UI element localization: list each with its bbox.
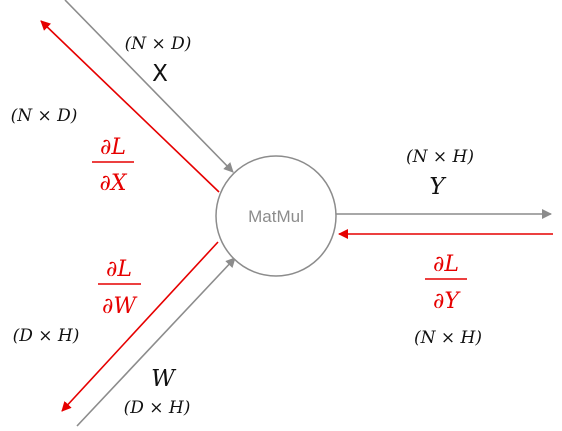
dx-denominator: ∂X [99,171,127,196]
dw-shape-label: (D × H) [13,326,80,346]
dw-denominator: ∂W [102,294,138,319]
dy-shape-label: (N × H) [414,328,482,348]
x-name-label: X [152,61,168,87]
dx-backward-arrow [40,20,220,193]
y-name-label: Y [429,174,447,200]
dw-numerator: ∂L [106,257,132,282]
dy-denominator: ∂Y [433,289,461,314]
dw-backward-arrow [61,241,219,412]
dx-gradient-label: ∂L ∂X [92,135,134,196]
y-shape-label: (N × H) [406,147,474,167]
w-forward-arrow [76,257,236,427]
matmul-node [215,155,337,277]
dw-gradient-label: ∂L ∂W [98,257,141,319]
dy-gradient-label: ∂L ∂Y [425,252,467,314]
x-shape-label: (N × D) [125,34,192,54]
w-shape-label: (D × H) [124,398,191,418]
matmul-node-label: MatMul [248,207,304,226]
x-forward-arrow [64,0,234,173]
dy-numerator: ∂L [433,252,459,277]
dx-numerator: ∂L [100,135,126,160]
w-name-label: W [151,366,177,392]
dx-shape-label: (N × D) [11,106,78,126]
